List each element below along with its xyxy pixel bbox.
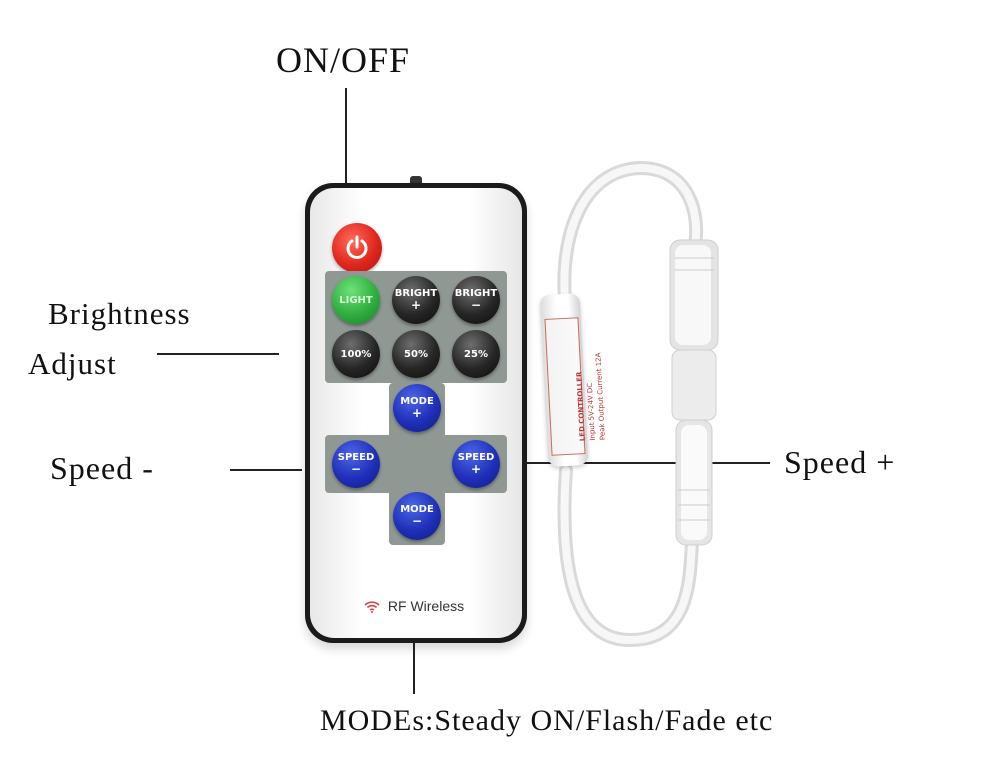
- speed-plus-button[interactable]: SPEED +: [452, 440, 500, 488]
- brightness-25-label: 25%: [464, 348, 488, 360]
- modes-callout: MODEs:Steady ON/Flash/Fade etc: [320, 704, 774, 737]
- bright-plus-button[interactable]: BRIGHT +: [392, 276, 440, 324]
- plus-symbol: +: [411, 405, 423, 420]
- bright-minus-label: BRIGHT: [454, 287, 498, 299]
- power-button[interactable]: [332, 223, 382, 273]
- speed-plus-callout: Speed +: [784, 444, 896, 480]
- plus-symbol: +: [410, 297, 422, 312]
- mode-minus-label: MODE: [400, 503, 434, 515]
- speed-plus-leader-line: [512, 462, 770, 464]
- minus-symbol: −: [350, 461, 362, 476]
- light-button[interactable]: LIGHT: [332, 276, 380, 324]
- brightness-50-button[interactable]: 50%: [392, 330, 440, 378]
- brightness-callout-line1: Brightness: [48, 296, 191, 331]
- brightness-callout-line2: Adjust: [28, 346, 117, 381]
- bright-plus-label: BRIGHT: [394, 287, 438, 299]
- light-button-label: LIGHT: [339, 294, 373, 306]
- on-off-callout: ON/OFF: [276, 40, 411, 80]
- mode-plus-label: MODE: [400, 395, 434, 407]
- on-off-leader-line: [345, 88, 347, 206]
- speed-plus-label: SPEED: [457, 451, 495, 463]
- plus-symbol: +: [470, 461, 482, 476]
- mode-plus-button[interactable]: MODE +: [393, 384, 441, 432]
- minus-symbol: −: [411, 513, 423, 528]
- remote-antenna: [410, 176, 422, 186]
- brightness-100-button[interactable]: 100%: [332, 330, 380, 378]
- brightness-100-label: 100%: [340, 348, 372, 360]
- led-controller-label: LED CONTROLLER Input 5V-24V DC Peak Outp…: [544, 317, 607, 456]
- speed-minus-label: SPEED: [337, 451, 375, 463]
- minus-symbol: −: [470, 297, 482, 312]
- rf-wireless-brand: RF Wireless: [364, 598, 464, 614]
- speed-minus-callout: Speed -: [50, 450, 154, 486]
- brightness-50-label: 50%: [404, 348, 428, 360]
- brightness-leader-line: [157, 353, 279, 355]
- bright-minus-button[interactable]: BRIGHT −: [452, 276, 500, 324]
- speed-minus-leader-line: [230, 469, 302, 471]
- speed-minus-button[interactable]: SPEED −: [332, 440, 380, 488]
- wifi-signal-icon: [364, 601, 380, 613]
- mode-minus-button[interactable]: MODE −: [393, 492, 441, 540]
- rf-wireless-text: RF Wireless: [387, 598, 465, 614]
- brightness-25-button[interactable]: 25%: [452, 330, 500, 378]
- power-icon: [346, 235, 368, 259]
